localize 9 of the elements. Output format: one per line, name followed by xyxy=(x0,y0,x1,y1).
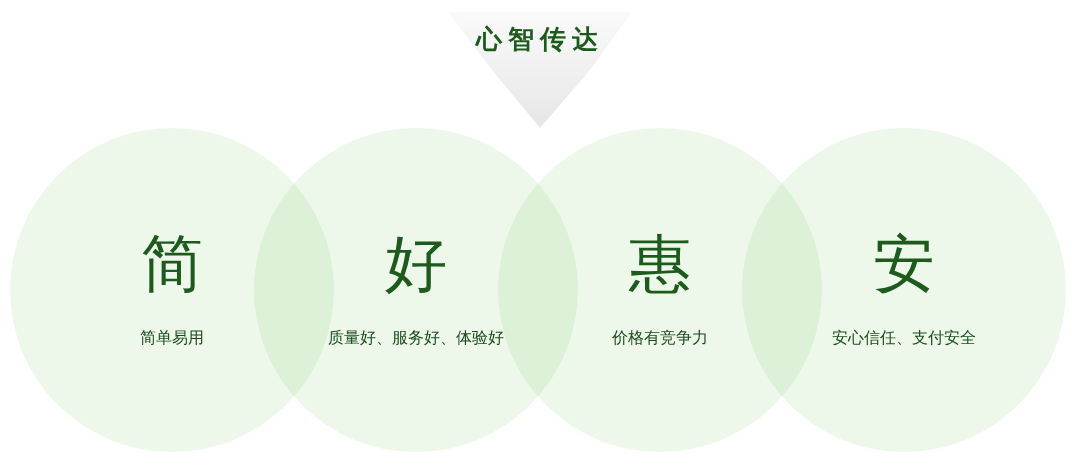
large-character: 惠 xyxy=(627,228,692,300)
description-text: 质量好、服务好、体验好 xyxy=(327,327,505,349)
large-character: 简 xyxy=(140,228,204,300)
large-character: 好 xyxy=(384,228,448,300)
description-text: 简单易用 xyxy=(139,327,205,349)
description-text: 价格有竞争力 xyxy=(611,327,709,349)
description-text: 安心信任、支付安全 xyxy=(831,327,977,349)
title-text: 心智传达 xyxy=(474,23,605,56)
large-character: 安 xyxy=(872,228,936,300)
